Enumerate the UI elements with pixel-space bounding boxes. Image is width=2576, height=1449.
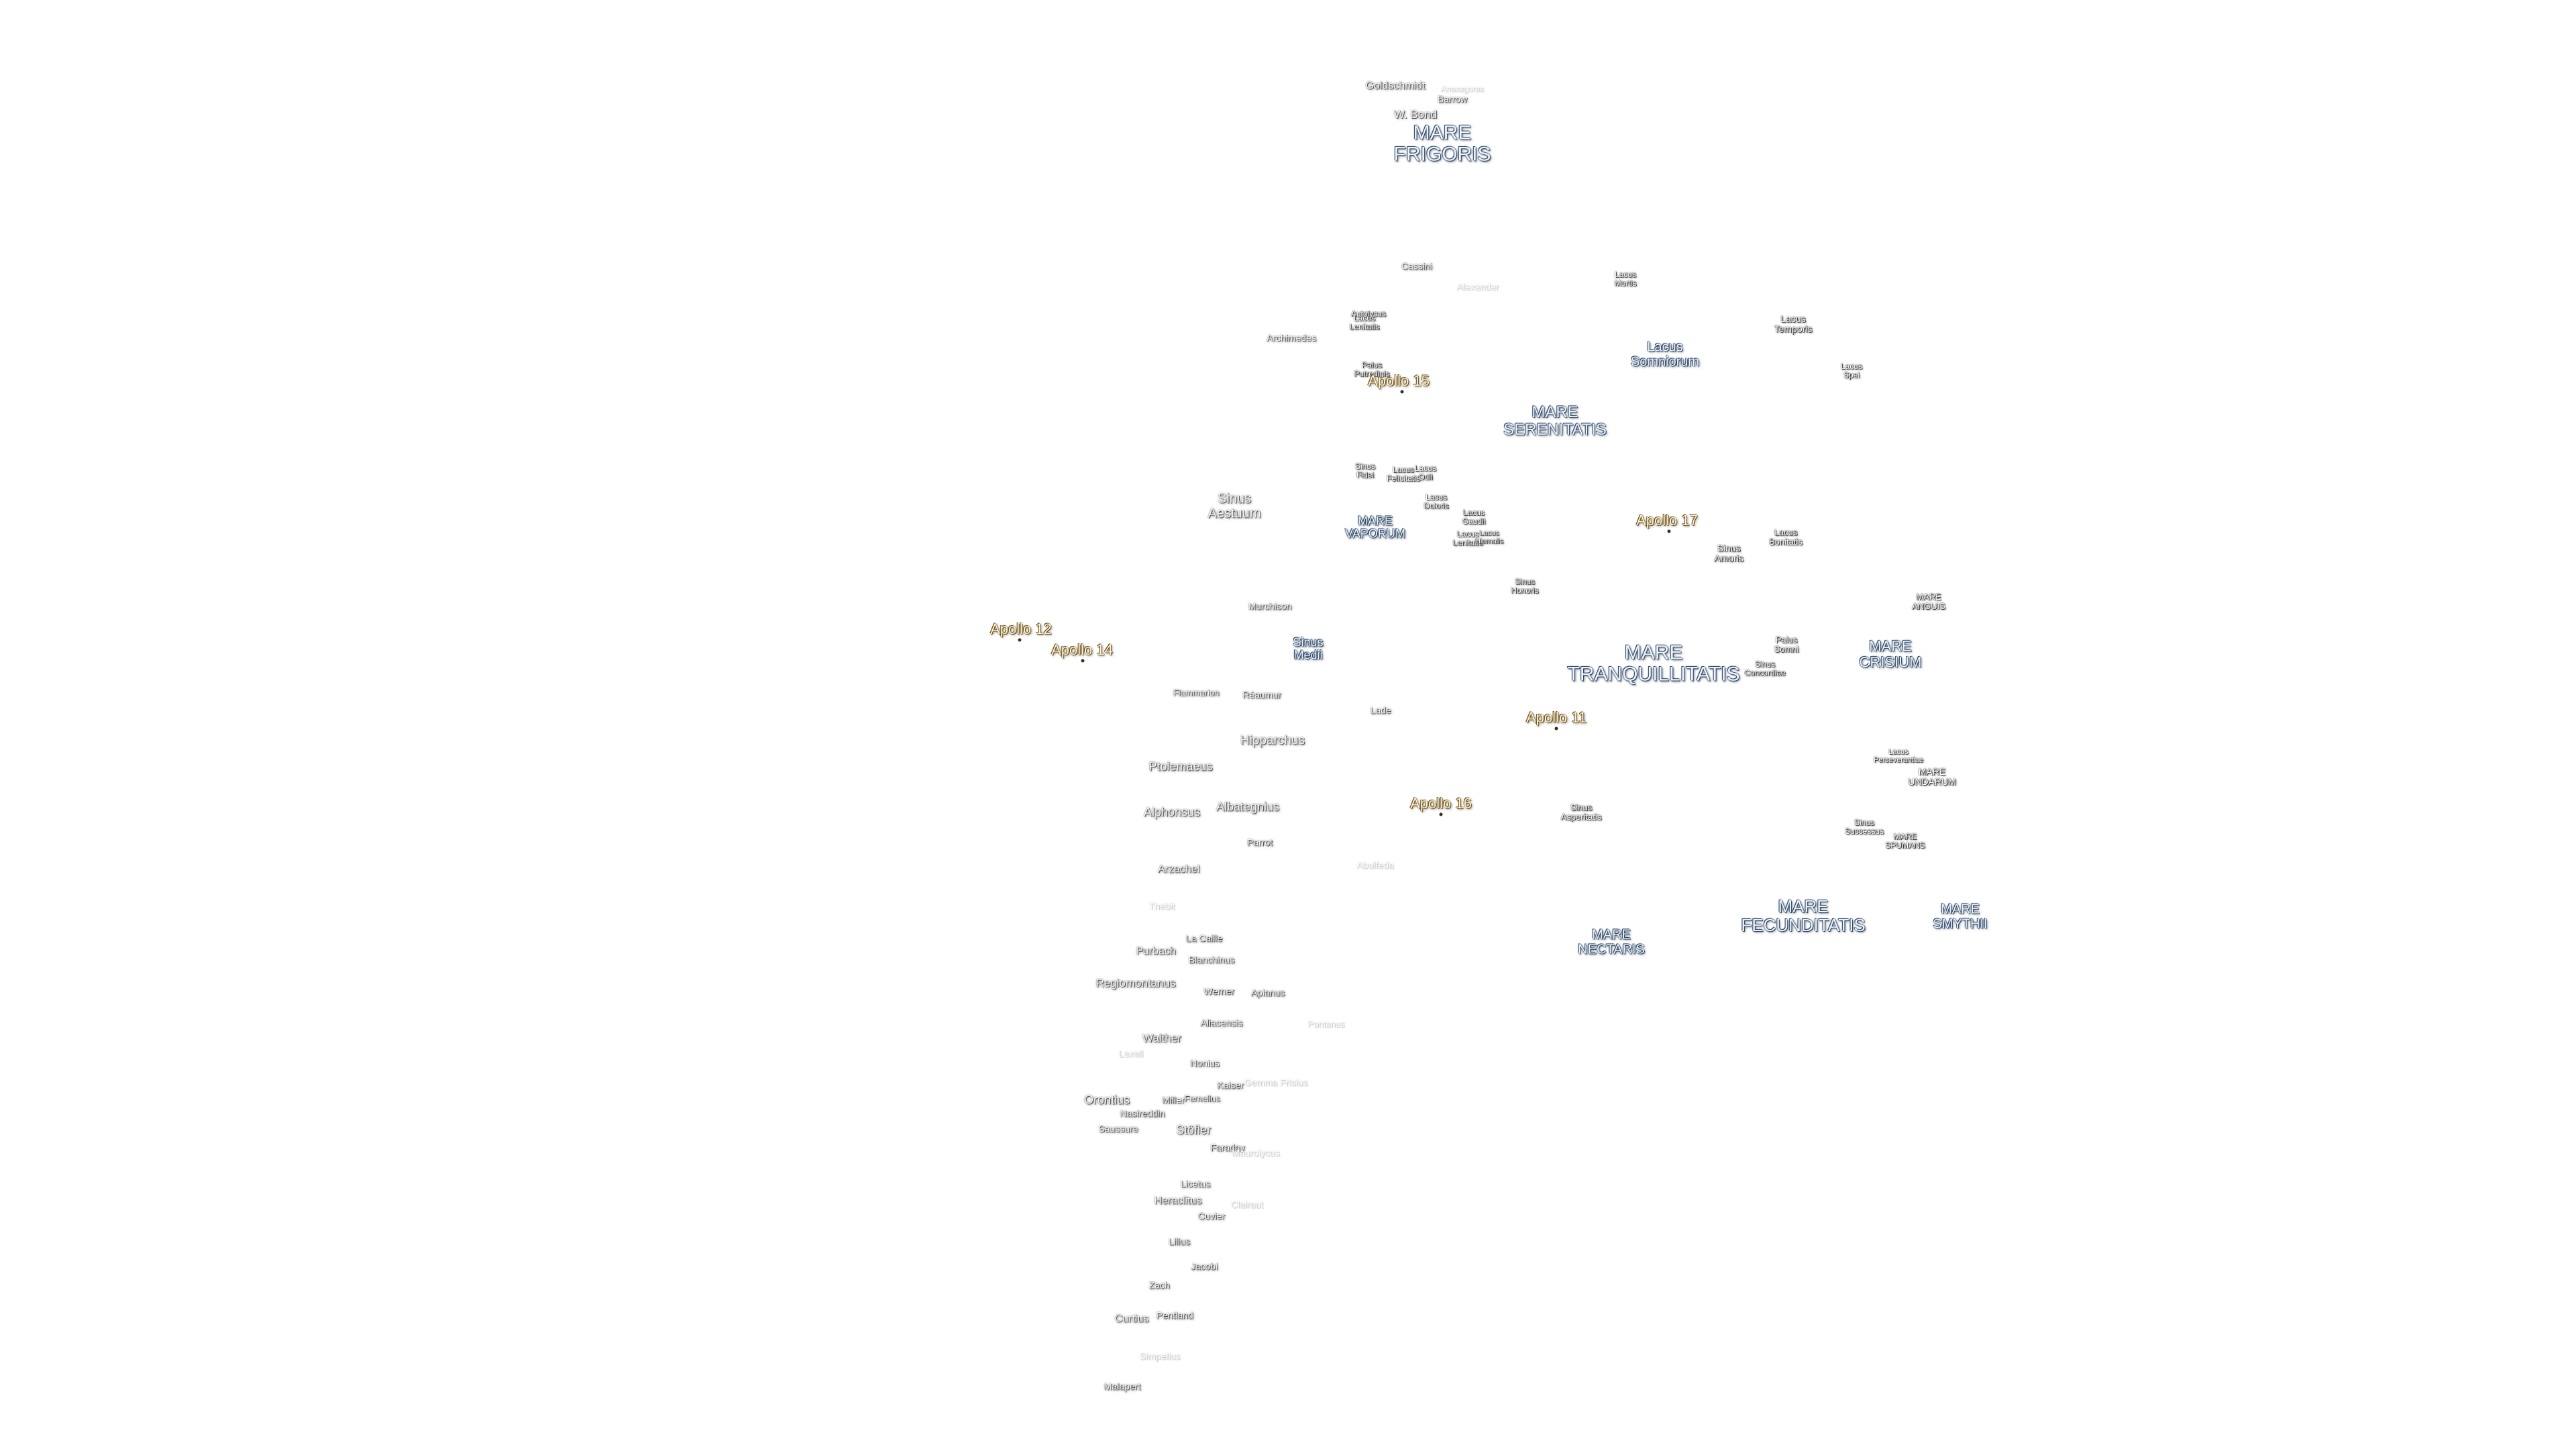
label-archimedes: Archimedes	[1267, 332, 1316, 343]
label-hipparchus: Hipparchus	[1240, 733, 1305, 748]
label-malapert: Malapert	[1104, 1381, 1141, 1392]
label-licetus: Licetus	[1180, 1178, 1211, 1189]
label-thebit: Thebit	[1148, 900, 1175, 912]
label-lacus-odii: Lacus Odii	[1414, 464, 1437, 482]
label-purbach: Purbach	[1136, 945, 1176, 957]
label-simpelius: Simpelius	[1139, 1350, 1181, 1362]
label-gemma-frisius: Gemma Frisius	[1244, 1077, 1308, 1088]
label-lacus-temporis: Lacus Temporis	[1774, 313, 1813, 334]
landing-site-marker-apollo-15	[1400, 390, 1404, 394]
landing-site-marker-apollo-12	[1018, 638, 1022, 642]
label-mare-serenitatis: MARE SERENITATIS	[1503, 403, 1607, 439]
label-apollo-14: Apollo 14	[1051, 641, 1113, 659]
label-lacus-lenitatis: Lacus Lenitatis	[1452, 529, 1483, 547]
label-sinus-asperitatis: Sinus Asperitatis	[1560, 802, 1602, 822]
label-apollo-15: Apollo 15	[1368, 372, 1430, 390]
label-parrot: Parrot	[1246, 837, 1273, 848]
label-lacus-hiemalis: Lacus Hiemalis	[1474, 529, 1504, 545]
label-palus-somni: Palus Somni	[1774, 634, 1799, 654]
label-arzachel: Arzachel	[1157, 863, 1200, 875]
label-sinus-medii: Sinus Medii	[1293, 635, 1324, 662]
label-lacus-spei: Lacus Spei	[1840, 362, 1863, 380]
label-lade: Lade	[1370, 704, 1391, 716]
label-apollo-12: Apollo 12	[990, 621, 1052, 638]
label-walther: Walther	[1142, 1031, 1181, 1044]
label-mare-undarum: MARE UNDARUM	[1908, 765, 1956, 787]
label-lexell: Lexell	[1118, 1048, 1144, 1059]
label-lacus-perseverantiae: Lacus Perseverantiae	[1874, 748, 1923, 764]
landing-site-marker-apollo-16	[1439, 812, 1443, 816]
label-nasireddin: Nasireddin	[1120, 1108, 1165, 1119]
label-stofler: Stöfler	[1175, 1123, 1212, 1137]
label-alexander: Alexander	[1456, 281, 1499, 292]
label-mare-nectaris: MARE NECTARIS	[1578, 927, 1645, 957]
label-flammarion: Flammarion	[1173, 687, 1220, 698]
label-miller: Miller	[1162, 1094, 1185, 1106]
label-pontanus: Pontanus	[1307, 1018, 1345, 1029]
label-alphonsus: Alphonsus	[1143, 805, 1201, 819]
label-saussure: Saussure	[1098, 1123, 1138, 1134]
label-nonius: Nonius	[1190, 1057, 1220, 1069]
label-barrow: Barrow	[1437, 93, 1468, 105]
label-reaumur: Réaumur	[1242, 689, 1281, 700]
label-lacus-mortis: Lacus Mortis	[1614, 270, 1637, 288]
label-jacobi: Jacobi	[1190, 1260, 1218, 1272]
label-kaiser: Kaiser	[1217, 1079, 1244, 1091]
label-sinus-successus: Sinus Successus	[1844, 818, 1884, 836]
label-faraday: Faraday	[1210, 1142, 1245, 1153]
label-apollo-16: Apollo 16	[1410, 795, 1472, 812]
label-lilius: Lilius	[1169, 1236, 1190, 1247]
label-sinus-aestuum: Sinus Aestuum	[1208, 491, 1261, 521]
label-clairaut: Clairaut	[1230, 1199, 1264, 1210]
label-mare-frigoris: MARE FRIGORIS	[1393, 121, 1491, 166]
label-ptolemaeus: Ptolemaeus	[1148, 759, 1213, 773]
label-w-bond: W. Bond	[1393, 107, 1438, 121]
label-lacus-felicitatis: Lacus Felicitatis	[1386, 465, 1421, 483]
label-fernelius: Fernelius	[1184, 1093, 1220, 1104]
label-mare-crisium: MARE CRISIUM	[1859, 637, 1922, 670]
label-heraclitus: Heraclitus	[1154, 1195, 1202, 1207]
label-mare-smythii: MARE SMYTHII	[1933, 902, 1988, 931]
label-sinus-honoris: Sinus Honoris	[1511, 577, 1539, 595]
label-apianus: Apianus	[1250, 987, 1285, 998]
label-palus-putredinis: Palus Putredinis	[1354, 360, 1390, 378]
label-lacus-gaudii: Lacus Gaudii	[1462, 508, 1486, 526]
label-werner: Werner	[1203, 985, 1234, 997]
label-maurolycus: Maurolycus	[1232, 1147, 1280, 1159]
landing-site-marker-apollo-17	[1667, 529, 1671, 533]
label-sinus-fidei: Sinus Fidei	[1354, 462, 1376, 480]
landing-site-marker-apollo-14	[1081, 659, 1085, 663]
label-blanchinus: Blanchinus	[1188, 954, 1235, 965]
label-abulfeda: Abulfeda	[1356, 859, 1394, 871]
label-mare-spumans: MARE SPUMANS	[1885, 832, 1925, 850]
label-mare-anguis: MARE ANGUIS	[1912, 591, 1945, 611]
landing-site-marker-apollo-11	[1554, 727, 1558, 731]
label-zach: Zach	[1148, 1279, 1170, 1291]
label-goldschmidt: Goldschmidt	[1365, 80, 1426, 92]
label-la-caille: La Caille	[1185, 932, 1223, 944]
label-albategnius: Albategnius	[1216, 800, 1280, 814]
label-lacus-doloris: Lacus Doloris	[1424, 492, 1449, 511]
label-lacus-lenitatis-north: Lacus Lenitatis	[1349, 313, 1380, 331]
label-apollo-17: Apollo 17	[1636, 512, 1698, 529]
label-murchison: Murchison	[1248, 600, 1292, 612]
label-mare-tranquillitatis: MARE TRANQUILLITATIS	[1567, 641, 1740, 686]
label-apollo-11: Apollo 11	[1525, 709, 1587, 727]
label-orontius: Orontius	[1083, 1093, 1130, 1107]
label-cuvier: Cuvier	[1197, 1210, 1226, 1222]
label-sinus-amoris: Sinus Amoris	[1714, 542, 1743, 564]
label-regiomontanus: Regiomontanus	[1095, 976, 1176, 989]
label-aliacensis: Aliacensis	[1200, 1017, 1243, 1028]
label-cassini: Cassini	[1401, 260, 1432, 272]
label-lacus-bonitatis: Lacus Bonitatis	[1769, 527, 1803, 547]
label-mare-vaporum: MARE VAPORUM	[1345, 514, 1405, 541]
label-pentland: Pentland	[1156, 1309, 1193, 1321]
label-anaxagoras: Anaxagoras	[1440, 84, 1485, 94]
label-autolycus: Autolycus	[1350, 309, 1387, 319]
label-lacus-somniorum: Lacus Somniorum	[1630, 339, 1700, 369]
label-curtius: Curtius	[1114, 1313, 1149, 1325]
label-mare-fecunditatis: MARE FECUNDITATIS	[1741, 896, 1866, 935]
label-sinus-concordiae: Sinus Concordiae	[1744, 659, 1786, 678]
